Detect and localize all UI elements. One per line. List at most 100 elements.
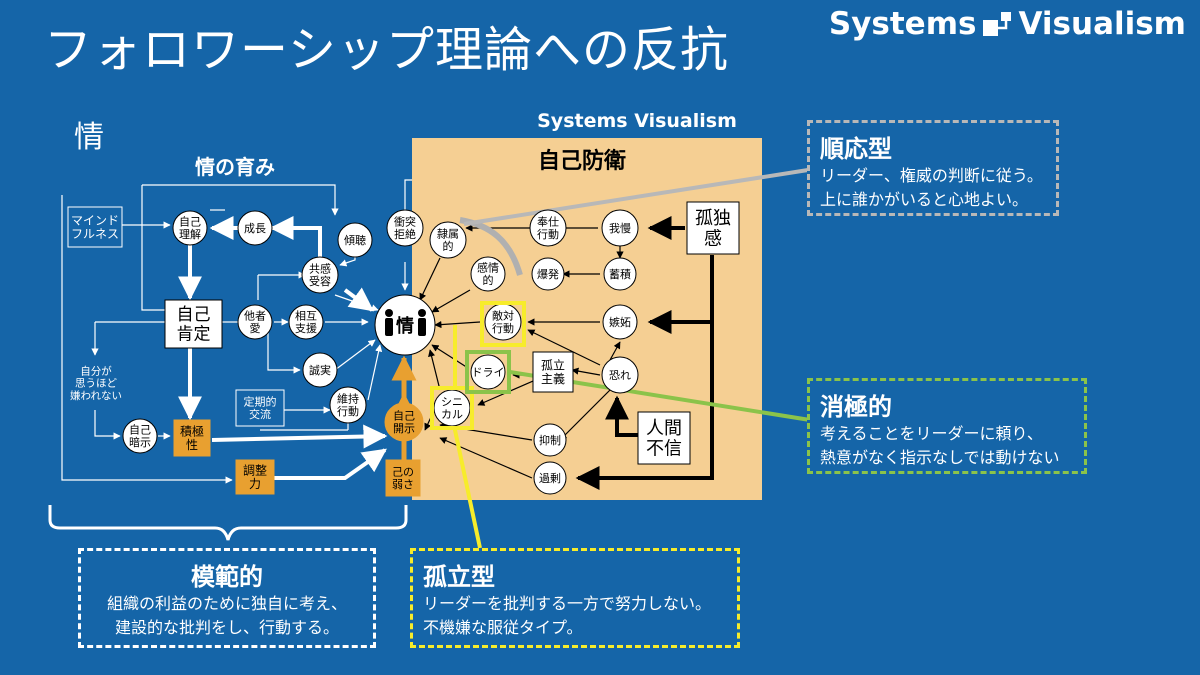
callout-alienated: 孤立型 リーダーを批判する一方で努力しない。 不機嫌な服従タイプ。 (410, 548, 740, 648)
node-dry: ドライ (470, 354, 506, 390)
node-label-line: 理解 (179, 227, 201, 241)
panel-brand: Systems Visualism (537, 110, 737, 132)
node-subordination: 隷属的 (429, 221, 467, 259)
right-panel-title: 自己防衛 (538, 148, 626, 174)
passive-heading: 消極的 (820, 393, 892, 421)
conformist-line-1: リーダー、権威の判断に従う。 (820, 166, 1043, 185)
page-title: フォロワーシップ理論への反抗 (44, 22, 730, 78)
node-label-line: 自己 (393, 410, 415, 423)
node-label-line: 感 (704, 229, 722, 250)
node-label-line: 孤立 (541, 357, 565, 372)
node-label-line: 行動 (492, 321, 514, 335)
person-icon-left (385, 309, 393, 336)
highlight-cynical (430, 386, 474, 430)
node-listening: 傾聴 (337, 222, 373, 258)
node-label-line: 受容 (309, 274, 331, 288)
exemplary-line-1: 組織の利益のために独自に考え、 (106, 594, 347, 613)
node-label-line: 思うほど (75, 378, 117, 390)
section-label: 情 (74, 120, 104, 155)
node-label-line: 奉仕 (537, 215, 559, 229)
node-label-line: フルネス (71, 227, 119, 241)
node-label-line: 愛 (250, 322, 261, 335)
exemplary-line-2: 建設的な批判をし、行動する。 (114, 618, 339, 637)
node-label-line: 感情 (477, 262, 499, 275)
node-label-line: 共感 (309, 263, 331, 276)
node-label-line: 抑制 (539, 433, 561, 447)
center-label: 情 (396, 316, 414, 337)
node-label-line: 支援 (295, 321, 317, 335)
highlight-dry (465, 350, 511, 394)
node-label-line: 自己 (179, 216, 201, 229)
node-label-line: マインド (71, 213, 119, 227)
node-label-line: 己の (392, 466, 414, 479)
node-label-line: 拒絶 (394, 227, 416, 241)
node-label-line: 弱さ (392, 478, 414, 491)
node-label-line: 主義 (541, 371, 565, 386)
node-label-line: 爆発 (537, 267, 559, 281)
node-jealousy: 嫉妬 (602, 304, 638, 340)
node-label-line: カル (441, 408, 463, 421)
node-loneliness: 孤独感 (686, 201, 740, 255)
node-label-line: 行動 (337, 404, 359, 418)
node-label-line: 隷属 (437, 228, 459, 241)
alienated-line-2: 不機嫌な服従タイプ。 (423, 618, 583, 637)
node-patience: 我慢 (601, 209, 639, 247)
callout-passive: 消極的 考えることをリーダーに頼り、 熱意がなく指示なしでは動けない (807, 378, 1087, 474)
alienated-heading: 孤立型 (423, 563, 495, 591)
node-outburst: 爆発 (531, 257, 565, 291)
node-label-line: ドライ (472, 366, 505, 379)
node-label-line: 嫉妬 (609, 315, 631, 329)
node-label-line: 他者 (244, 310, 266, 323)
node-label-line: 行動 (537, 227, 559, 241)
left-panel-title: 情の育み (195, 155, 275, 179)
node-label-line: 力 (249, 477, 261, 491)
node-adjustment: 調整力 (235, 459, 275, 495)
node-label-line: 的 (483, 273, 494, 287)
node-label-line: シニ (441, 396, 463, 409)
alienated-line-1: リーダーを批判する一方で努力しない。 (423, 594, 712, 613)
node-label-line: 性 (186, 438, 198, 452)
node-fear: 恐れ (601, 356, 639, 394)
node-label-line: 人間 (646, 418, 682, 439)
node-label-line: 衝突 (394, 215, 416, 229)
node-label-line: 維持 (337, 392, 359, 406)
conformist-line-2: 上に誰かがいると心地よい。 (820, 190, 1029, 209)
node-label-line: 積極 (180, 423, 204, 438)
node-label-line: 敵対 (492, 309, 514, 323)
node-label-line: 開示 (393, 422, 415, 435)
highlight-hostile (480, 301, 526, 347)
node-label-line: 自分が (80, 365, 112, 378)
node-suppression: 抑制 (533, 423, 567, 457)
node-label-line: 不信 (646, 439, 682, 460)
callout-exemplary: 模範的 組織の利益のために独自に考え、 建設的な批判をし、行動する。 (78, 548, 376, 648)
callout-conformist: 順応型 リーダー、権威の判断に従う。 上に誰かがいると心地よい。 (807, 120, 1059, 216)
systems-visualism-icon (983, 12, 1012, 36)
node-label-line: 成長 (244, 222, 266, 235)
node-label-line: 自己 (129, 424, 151, 437)
node-label-line: 過剰 (539, 472, 561, 485)
node-label-line: 蓄積 (609, 267, 631, 281)
node-label-line: 孤独 (695, 208, 731, 229)
node-overjudgment: 過剰 (533, 461, 567, 495)
node-label-line: 暗示 (129, 435, 151, 449)
node-label-line: 相互 (295, 310, 317, 323)
node-label-line: 調整 (243, 462, 267, 477)
node-label-line: 我慢 (609, 222, 631, 235)
node-label-line: 恐れ (609, 369, 631, 382)
passive-line-2: 熱意がなく指示なしでは動けない (820, 448, 1060, 467)
exemplary-heading: 模範的 (191, 563, 263, 591)
